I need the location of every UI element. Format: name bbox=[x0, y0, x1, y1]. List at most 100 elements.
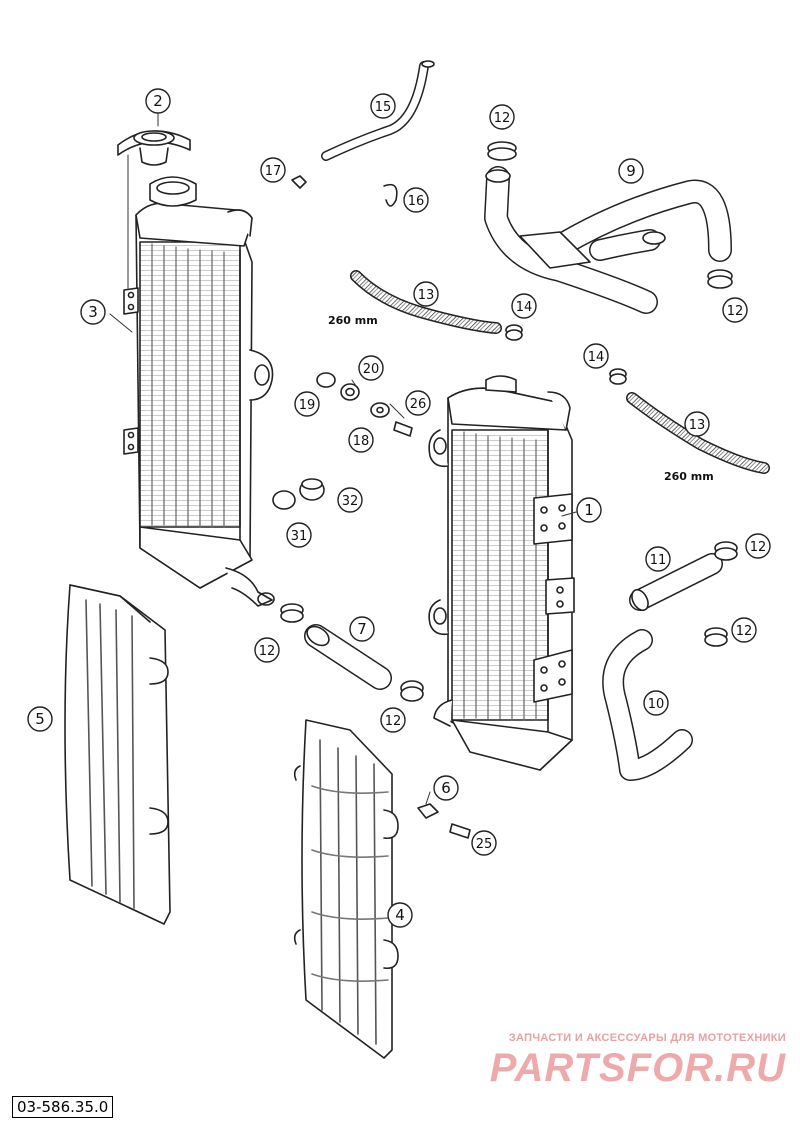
hose-11 bbox=[629, 553, 723, 612]
callout-12-bubble bbox=[254, 637, 280, 663]
hose-7 bbox=[304, 624, 392, 690]
watermark-logo: PARTSFOR.RU bbox=[489, 1046, 786, 1090]
grommet-19 bbox=[316, 372, 336, 388]
callout-13: 13 bbox=[684, 411, 710, 437]
callout-12-label: 12 bbox=[750, 540, 767, 555]
callout-10-bubble bbox=[643, 690, 669, 716]
callout-6-label: 6 bbox=[441, 779, 451, 797]
callout-9-bubble bbox=[618, 158, 644, 184]
callout-12-label: 12 bbox=[494, 111, 511, 126]
screw-26 bbox=[393, 421, 413, 437]
radiator-shroud-center bbox=[293, 719, 399, 1059]
hose-clamps-12 bbox=[280, 141, 738, 702]
callout-26-label: 26 bbox=[410, 397, 427, 412]
callout-16-bubble bbox=[403, 187, 429, 213]
hose-clamps-14 bbox=[505, 324, 627, 385]
callout-7: 7 bbox=[349, 616, 375, 642]
callout-32-bubble bbox=[337, 487, 363, 513]
callout-12: 12 bbox=[731, 617, 757, 643]
callout-11-bubble bbox=[645, 546, 671, 572]
callout-17-bubble bbox=[260, 157, 286, 183]
o-ring-31 bbox=[272, 490, 296, 510]
callout-6-bubble bbox=[433, 775, 459, 801]
callout-19-bubble bbox=[294, 391, 320, 417]
callout-31-label: 31 bbox=[291, 529, 308, 544]
callout-32-label: 32 bbox=[342, 494, 359, 509]
callout-12-label: 12 bbox=[385, 714, 402, 729]
callout-14-label: 14 bbox=[516, 300, 533, 315]
callout-13-bubble bbox=[684, 411, 710, 437]
hose-length-label-left: 260 mm bbox=[328, 314, 378, 327]
callout-12-bubble bbox=[489, 104, 515, 130]
callout-31-bubble bbox=[286, 522, 312, 548]
callout-5-bubble bbox=[27, 706, 53, 732]
callout-2: 2 bbox=[145, 88, 171, 114]
callout-11-label: 11 bbox=[650, 553, 667, 568]
callout-19-label: 19 bbox=[299, 398, 316, 413]
callout-3-label: 3 bbox=[88, 303, 98, 321]
callout-12-bubble bbox=[380, 707, 406, 733]
callout-1-label: 1 bbox=[584, 501, 594, 519]
callout-12-label: 12 bbox=[727, 304, 744, 319]
callout-group: 1234567910111212121212121313141415161718… bbox=[27, 88, 771, 928]
braided-hose-13-right bbox=[626, 392, 770, 474]
callout-20-bubble bbox=[358, 355, 384, 381]
callout-16: 16 bbox=[403, 187, 429, 213]
callout-31: 31 bbox=[286, 522, 312, 548]
callout-10: 10 bbox=[643, 690, 669, 716]
callout-13-bubble bbox=[413, 281, 439, 307]
callout-12-label: 12 bbox=[259, 644, 276, 659]
callout-14-bubble bbox=[583, 343, 609, 369]
small-parts bbox=[272, 175, 471, 839]
callout-14: 14 bbox=[511, 293, 537, 319]
callout-6: 6 bbox=[433, 775, 459, 801]
callout-18-bubble bbox=[348, 427, 374, 453]
callout-32: 32 bbox=[337, 487, 363, 513]
callout-14-label: 14 bbox=[588, 350, 605, 365]
callout-2-label: 2 bbox=[153, 92, 163, 110]
callout-3: 3 bbox=[80, 299, 106, 325]
callout-16-label: 16 bbox=[408, 194, 425, 209]
callout-12-bubble bbox=[745, 533, 771, 559]
callout-12-label: 12 bbox=[736, 624, 753, 639]
callout-17: 17 bbox=[260, 157, 286, 183]
callout-5-label: 5 bbox=[35, 710, 45, 728]
callout-12: 12 bbox=[380, 707, 406, 733]
callout-26: 26 bbox=[405, 390, 431, 416]
callout-25-bubble bbox=[471, 830, 497, 856]
callout-13-label: 13 bbox=[689, 418, 706, 433]
callout-18-label: 18 bbox=[353, 434, 370, 449]
clip-16 bbox=[383, 183, 398, 207]
callout-3-bubble bbox=[80, 299, 106, 325]
hose-10 bbox=[602, 629, 693, 781]
callout-19: 19 bbox=[294, 391, 320, 417]
callout-20-label: 20 bbox=[363, 362, 380, 377]
callout-12-bubble bbox=[731, 617, 757, 643]
callout-14-bubble bbox=[511, 293, 537, 319]
callout-26-bubble bbox=[405, 390, 431, 416]
callout-1-bubble bbox=[576, 497, 602, 523]
callout-4-label: 4 bbox=[395, 906, 405, 924]
callout-11: 11 bbox=[645, 546, 671, 572]
callout-1: 1 bbox=[576, 497, 602, 523]
screw-25 bbox=[449, 823, 471, 839]
drawing-code: 03-586.35.0 bbox=[12, 1096, 114, 1118]
callout-25: 25 bbox=[471, 830, 497, 856]
callout-20: 20 bbox=[358, 355, 384, 381]
callout-12: 12 bbox=[489, 104, 515, 130]
callout-12: 12 bbox=[722, 297, 748, 323]
callout-9-label: 9 bbox=[626, 162, 636, 180]
radiator-cap bbox=[117, 130, 191, 166]
hose-15 bbox=[321, 60, 435, 161]
watermark-tagline: ЗАПЧАСТИ И АКСЕССУАРЫ ДЛЯ МОТОТЕХНИКИ bbox=[508, 1032, 786, 1044]
leader-lines bbox=[109, 111, 577, 805]
callout-9: 9 bbox=[618, 158, 644, 184]
callout-15: 15 bbox=[370, 93, 396, 119]
left-radiator bbox=[123, 176, 275, 607]
callout-5: 5 bbox=[27, 706, 53, 732]
callout-18: 18 bbox=[348, 427, 374, 453]
callout-2-bubble bbox=[145, 88, 171, 114]
callout-4: 4 bbox=[387, 902, 413, 928]
callout-17-label: 17 bbox=[265, 164, 282, 179]
